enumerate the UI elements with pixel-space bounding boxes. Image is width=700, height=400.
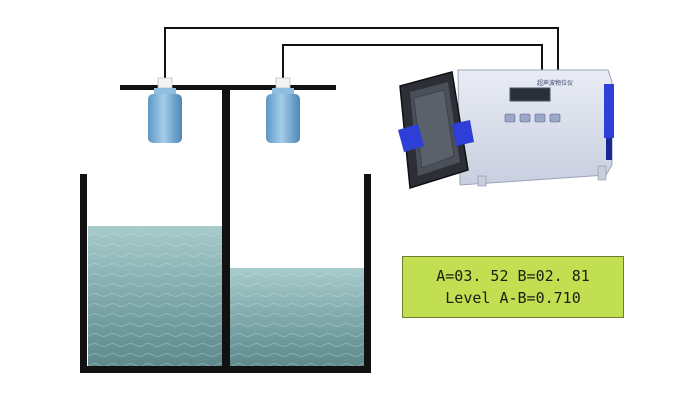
- mounting-bar: [120, 85, 336, 90]
- tank-divider: [222, 88, 230, 368]
- tank-left-wall: [80, 174, 87, 370]
- cable-a: [164, 27, 559, 78]
- controller-icon: [398, 69, 614, 189]
- tank-floor: [80, 366, 371, 373]
- water-left: [88, 226, 222, 367]
- readout-line-2: Level A-B=0.710: [445, 289, 581, 307]
- level-readout-display: A=03. 52 B=02. 81 Level A-B=0.710: [402, 256, 624, 318]
- cable-b: [282, 44, 543, 78]
- sensor-a-icon: [148, 77, 182, 143]
- tank-right-wall: [364, 174, 371, 370]
- water-right: [230, 268, 364, 367]
- readout-line-1: A=03. 52 B=02. 81: [436, 267, 590, 285]
- sensor-b-icon: [266, 77, 300, 143]
- device-label: 超声波物位仪: [536, 80, 573, 87]
